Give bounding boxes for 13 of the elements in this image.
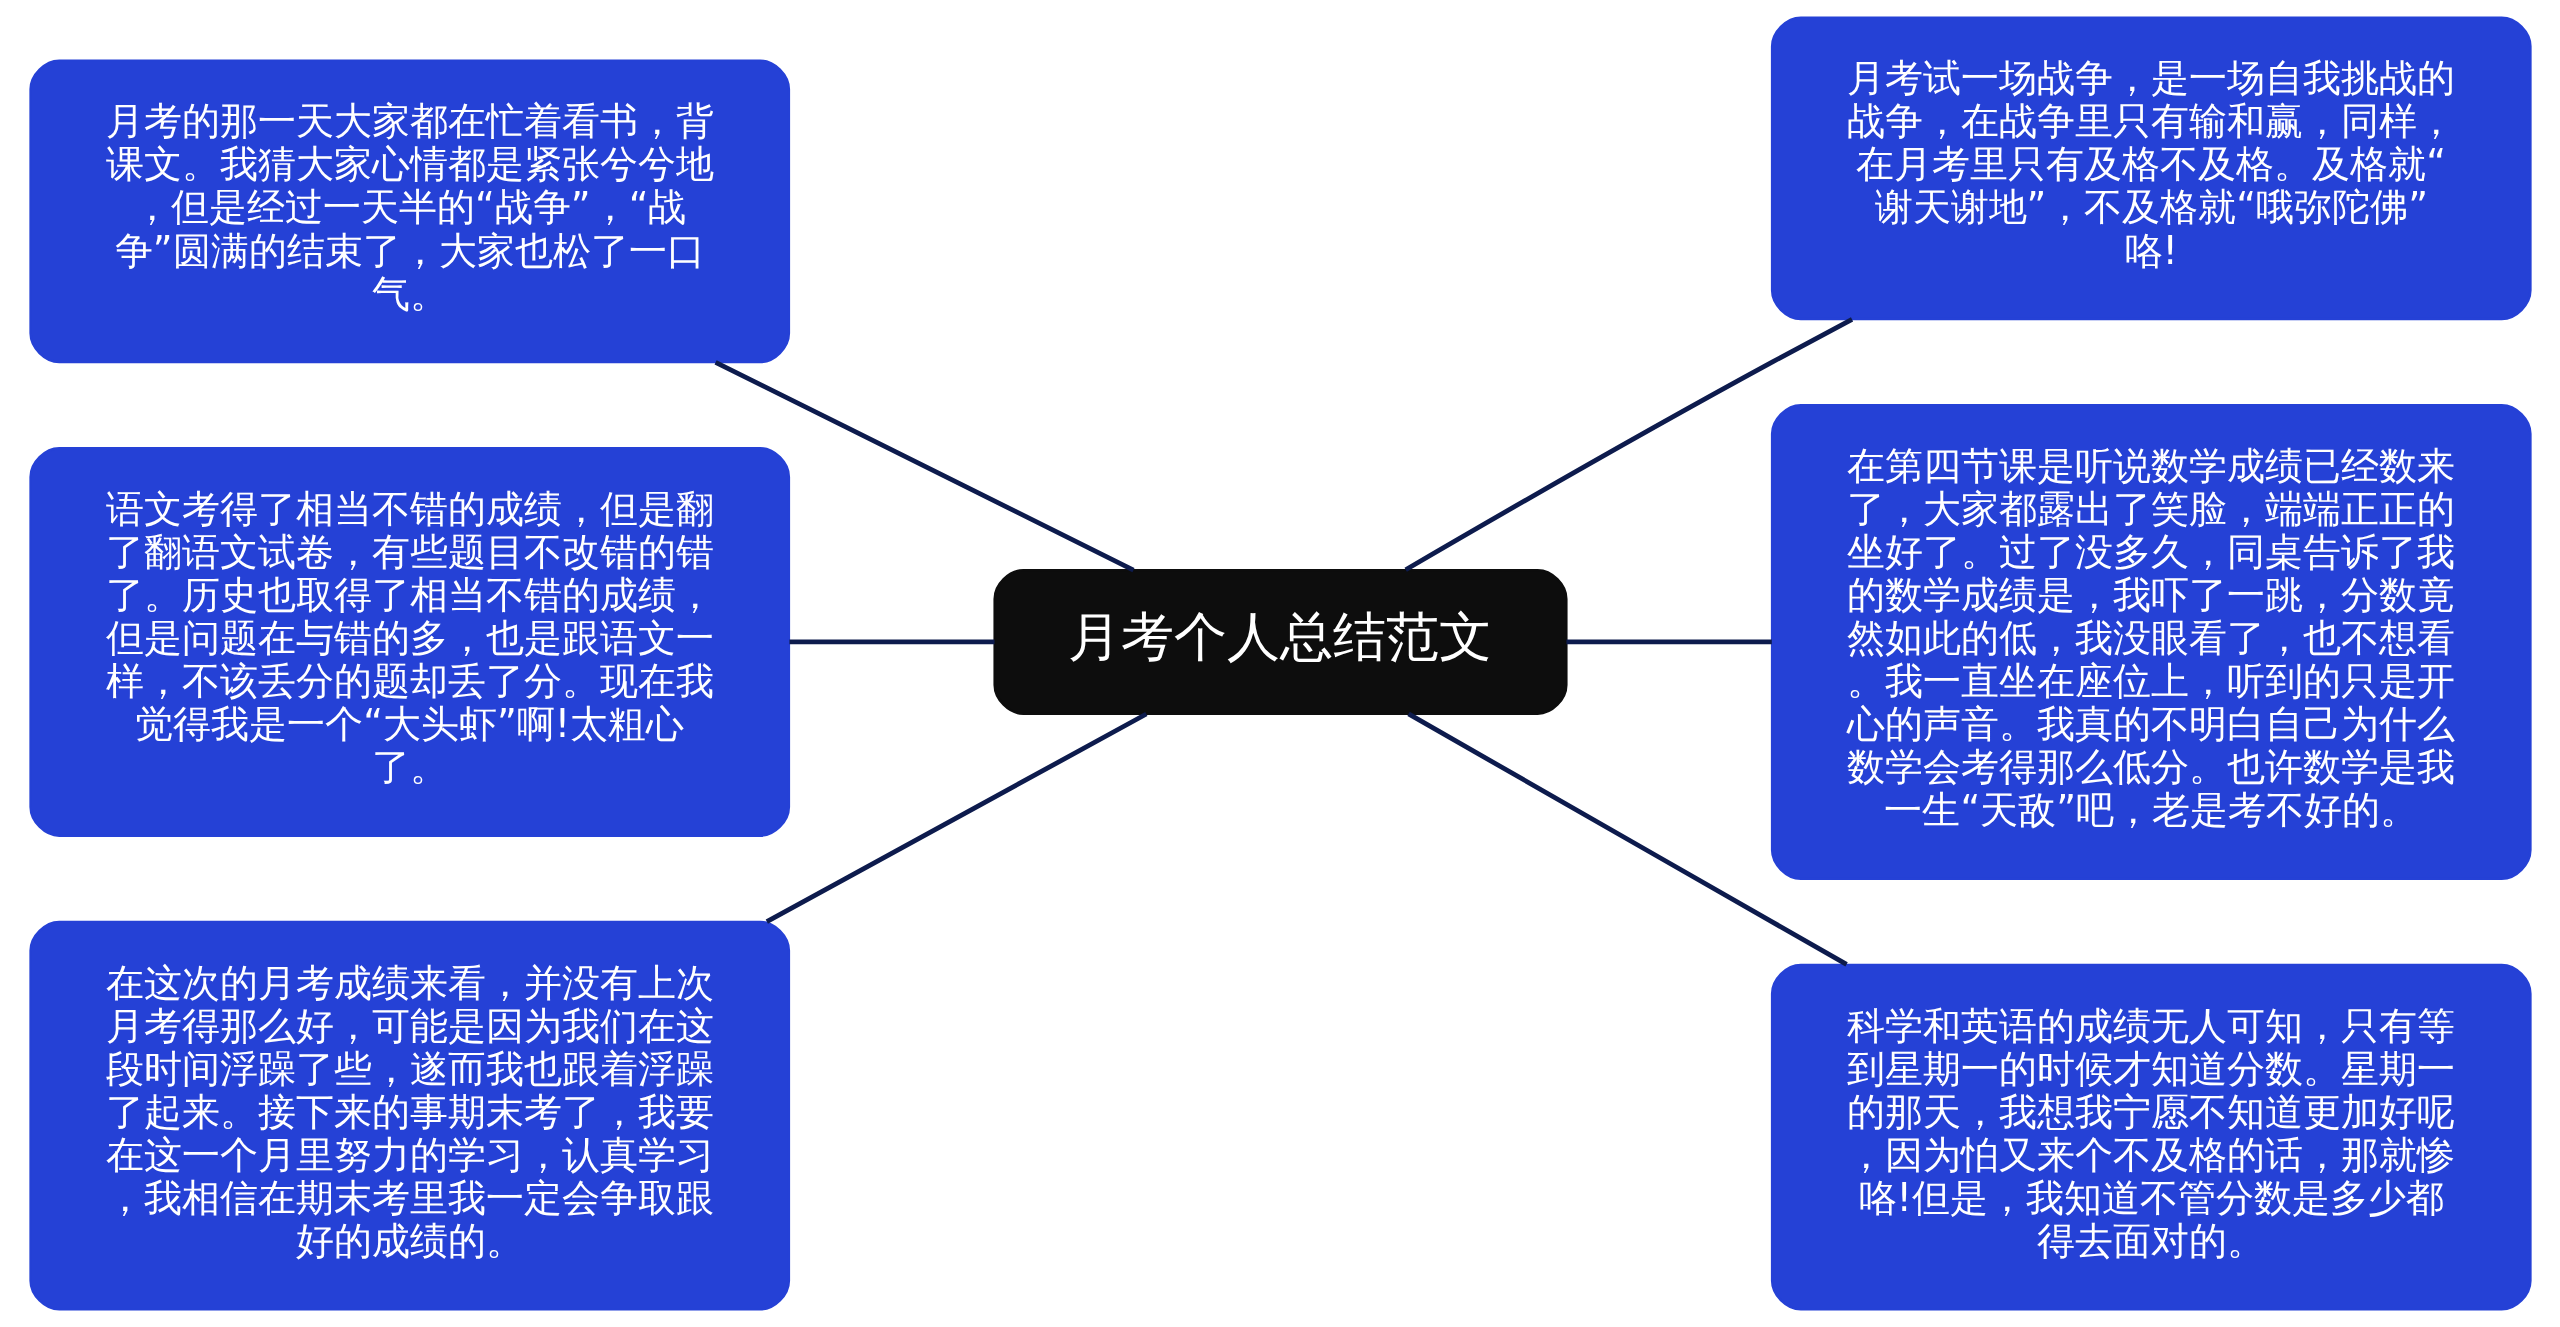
- connector: [788, 639, 995, 645]
- connector: [1565, 639, 1772, 645]
- node-box: 在第四节课是听说数学成绩已经数来了，大家都露出了笑脸，端端正正的坐好了。过了没多久，同桌告诉了我的数学成绩是，我吓了一跳，分数竟然如此的低，我没眼看了，也不想看。我一直坐在座位上，听到的只是开心的声音。我真的不明白自己为什么数学会考得那么低分。也许数学是我一生“天敌”吧，老是考不好的。: [1770, 403, 2532, 880]
- connector: [714, 360, 1135, 573]
- connector: [1406, 711, 1848, 967]
- node-box: 语文考得了相当不错的成绩，但是翻了翻语文试卷，有些题目不改错的错了。历史也取得了相当不错的成绩，但是问题在与错的多，也是跟语文一样，不该丢分的题却丢了分。现在我觉得我是一个“大头虾”啊!太粗心了。: [28, 447, 790, 837]
- connector: [765, 711, 1147, 924]
- node-box: 月考个人总结范文: [992, 569, 1568, 715]
- node-box: 月考试一场战争，是一场自我挑战的战争，在战争里只有输和赢，同样，在月考里只有及格不及格。及格就“谢天谢地”，不及格就“哦弥陀佛”咯!: [1770, 16, 2532, 321]
- connector: [1403, 317, 1853, 572]
- node-box: 在这次的月考成绩来看，并没有上次月考得那么好，可能是因为我们在这段时间浮躁了些，遂而我也跟着浮躁了起来。接下来的事期末考了，我要在这一个月里努力的学习，认真学习，我相信在期末考里我一定会争取跟好的成绩的。: [28, 920, 790, 1311]
- node-box: 科学和英语的成绩无人可知，只有等到星期一的时候才知道分数。星期一的那天，我想我宁愿不知道更加好呢，因为怕又来个不及格的话，那就惨咯!但是，我知道不管分数是多少都得去面对的。: [1770, 963, 2532, 1311]
- node-box: 月考的那一天大家都在忙着看书，背课文。我猜大家心情都是紧张兮兮地，但是经过一天半的“战争”，“战争”圆满的结束了，大家也松了一口气。: [28, 59, 790, 364]
